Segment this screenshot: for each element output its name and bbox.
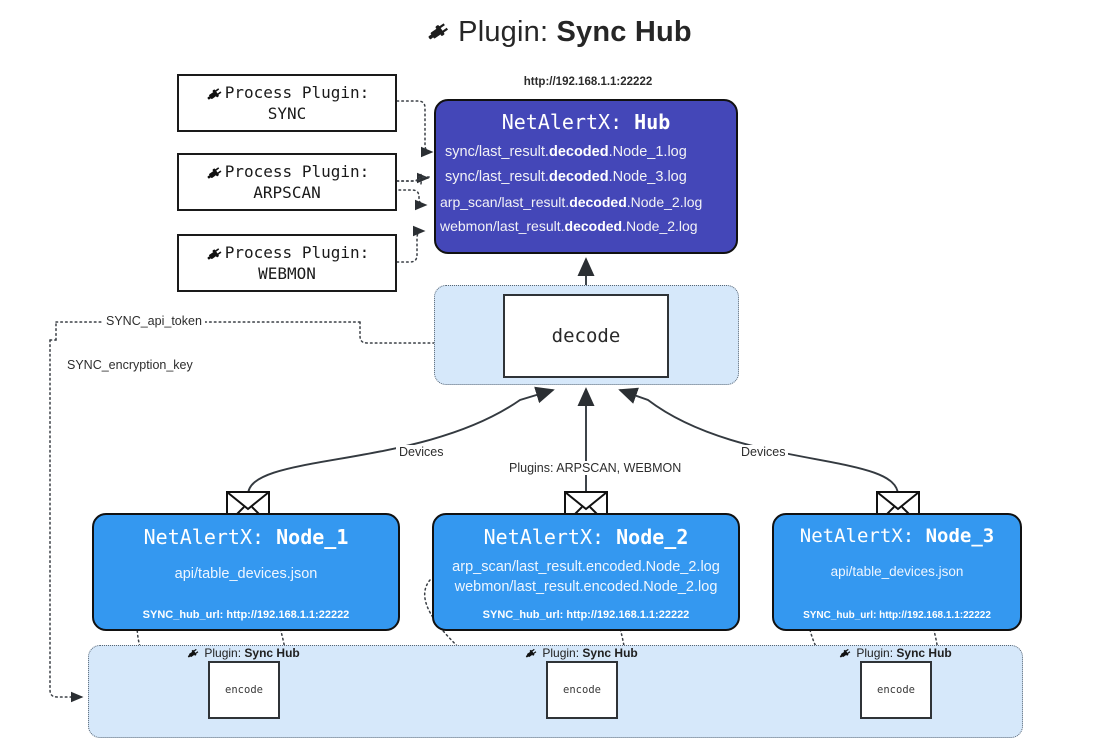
process-plugin-box-arpscan[interactable]: Process Plugin: ARPSCAN bbox=[177, 153, 397, 211]
page-title-name: Sync Hub bbox=[556, 16, 692, 48]
node-hub-url-footer: SYNC_hub_url: http://192.168.1.1:22222 bbox=[142, 609, 350, 621]
node-hub-url-footer: SYNC_hub_url: http://192.168.1.1:22222 bbox=[803, 610, 991, 621]
process-plugin-name: ARPSCAN bbox=[253, 182, 321, 202]
plug-icon bbox=[205, 83, 225, 104]
plug-icon bbox=[524, 646, 542, 660]
page-title: Plugin: Sync Hub bbox=[0, 16, 1117, 52]
decode-box[interactable]: decode bbox=[503, 294, 669, 378]
hub-file-post: .Node_3.log bbox=[608, 168, 687, 185]
plug-icon bbox=[186, 646, 204, 660]
hub-file-post: .Node_1.log bbox=[608, 144, 687, 160]
encoder-label-prefix: Plugin: bbox=[542, 646, 580, 660]
plug-icon bbox=[205, 243, 225, 264]
node-box-node-3[interactable]: NetAlertX: Node_3 api/table_devices.json… bbox=[772, 513, 1022, 631]
encoder-label-name: Sync Hub bbox=[582, 646, 638, 660]
sync-api-token-label: SYNC_api_token bbox=[103, 314, 205, 328]
encoder-label-node-3: Plugin: Sync Hub bbox=[838, 645, 952, 660]
node-box-node-2[interactable]: NetAlertX: Node_2 arp_scan/last_result.e… bbox=[432, 513, 740, 631]
node-title-name: Node_3 bbox=[925, 525, 995, 547]
encoder-label-name: Sync Hub bbox=[896, 646, 952, 660]
hub-file-pre: sync/last_result. bbox=[445, 168, 549, 185]
node-file-line: api/table_devices.json bbox=[174, 566, 318, 582]
node-box-node-1[interactable]: NetAlertX: Node_1 api/table_devices.json… bbox=[92, 513, 400, 631]
node-title-prefix: NetAlertX: bbox=[483, 525, 605, 549]
hub-file-row: webmon/last_result.decoded.Node_2.log bbox=[436, 214, 736, 238]
hub-file-post: .Node_2.log bbox=[622, 217, 698, 234]
node-title-name: Node_1 bbox=[276, 525, 349, 549]
encoder-label-name: Sync Hub bbox=[244, 646, 300, 660]
process-plugin-label: Process Plugin: bbox=[224, 83, 370, 102]
encoder-label-prefix: Plugin: bbox=[856, 646, 894, 660]
hub-file-em: decoded bbox=[548, 168, 609, 185]
plug-icon bbox=[205, 162, 225, 183]
sync-encryption-key-label: SYNC_encryption_key bbox=[64, 358, 196, 372]
node-title: NetAlertX: Node_3 bbox=[774, 525, 1020, 547]
page-title-prefix: Plugin: bbox=[458, 16, 549, 48]
hub-file-pre: sync/last_result. bbox=[445, 144, 549, 160]
node-title-prefix: NetAlertX: bbox=[799, 525, 915, 547]
hub-url-label: http://192.168.1.1:22222 bbox=[523, 76, 653, 88]
process-plugin-box-webmon[interactable]: Process Plugin: WEBMON bbox=[177, 234, 397, 292]
hub-box[interactable]: NetAlertX: Hub sync/last_result.decoded.… bbox=[434, 99, 738, 254]
hub-file-em: decoded bbox=[569, 193, 627, 210]
hub-file-pre: arp_scan/last_result. bbox=[440, 193, 570, 210]
encode-box-node-3[interactable]: encode bbox=[860, 661, 932, 719]
plug-icon bbox=[425, 16, 453, 52]
hub-file-row: sync/last_result.decoded.Node_3.log bbox=[436, 165, 736, 190]
encode-box-node-1[interactable]: encode bbox=[208, 661, 280, 719]
node-file-line: api/table_devices.json bbox=[830, 564, 964, 579]
encoder-label-node-2: Plugin: Sync Hub bbox=[524, 645, 638, 660]
edge-label-devices-left: Devices bbox=[396, 445, 447, 459]
node-hub-url-footer: SYNC_hub_url: http://192.168.1.1:22222 bbox=[482, 609, 690, 621]
edge-label-devices-right: Devices bbox=[738, 445, 789, 459]
hub-title-prefix: NetAlertX: bbox=[501, 110, 623, 134]
hub-file-post: .Node_2.log bbox=[626, 193, 703, 210]
hub-file-em: decoded bbox=[564, 217, 623, 234]
edge-label-plugins-center: Plugins: ARPSCAN, WEBMON bbox=[506, 461, 685, 475]
process-plugin-box-sync[interactable]: Process Plugin: SYNC bbox=[177, 74, 397, 132]
hub-file-row: sync/last_result.decoded.Node_1.log bbox=[436, 140, 736, 165]
process-plugin-name: WEBMON bbox=[258, 263, 316, 283]
node-title: NetAlertX: Node_2 bbox=[434, 525, 738, 549]
hub-title-name: Hub bbox=[634, 110, 671, 134]
encoder-label-node-1: Plugin: Sync Hub bbox=[186, 645, 300, 660]
node-title-prefix: NetAlertX: bbox=[143, 525, 265, 549]
process-plugin-label: Process Plugin: bbox=[224, 162, 370, 181]
hub-title: NetAlertX: Hub bbox=[436, 110, 736, 134]
process-plugin-label: Process Plugin: bbox=[224, 243, 370, 262]
hub-file-row: arp_scan/last_result.decoded.Node_2.log bbox=[436, 190, 736, 214]
node-file-line: webmon/last_result.encoded.Node_2.log bbox=[454, 579, 718, 595]
node-title-name: Node_2 bbox=[616, 525, 689, 549]
node-file-line: arp_scan/last_result.encoded.Node_2.log bbox=[452, 559, 720, 575]
plug-icon bbox=[838, 646, 856, 660]
encoder-label-prefix: Plugin: bbox=[204, 646, 242, 660]
encode-box-node-2[interactable]: encode bbox=[546, 661, 618, 719]
node-title: NetAlertX: Node_1 bbox=[94, 525, 398, 549]
hub-file-pre: webmon/last_result. bbox=[440, 217, 565, 234]
process-plugin-name: SYNC bbox=[267, 103, 307, 123]
hub-file-em: decoded bbox=[548, 144, 609, 160]
